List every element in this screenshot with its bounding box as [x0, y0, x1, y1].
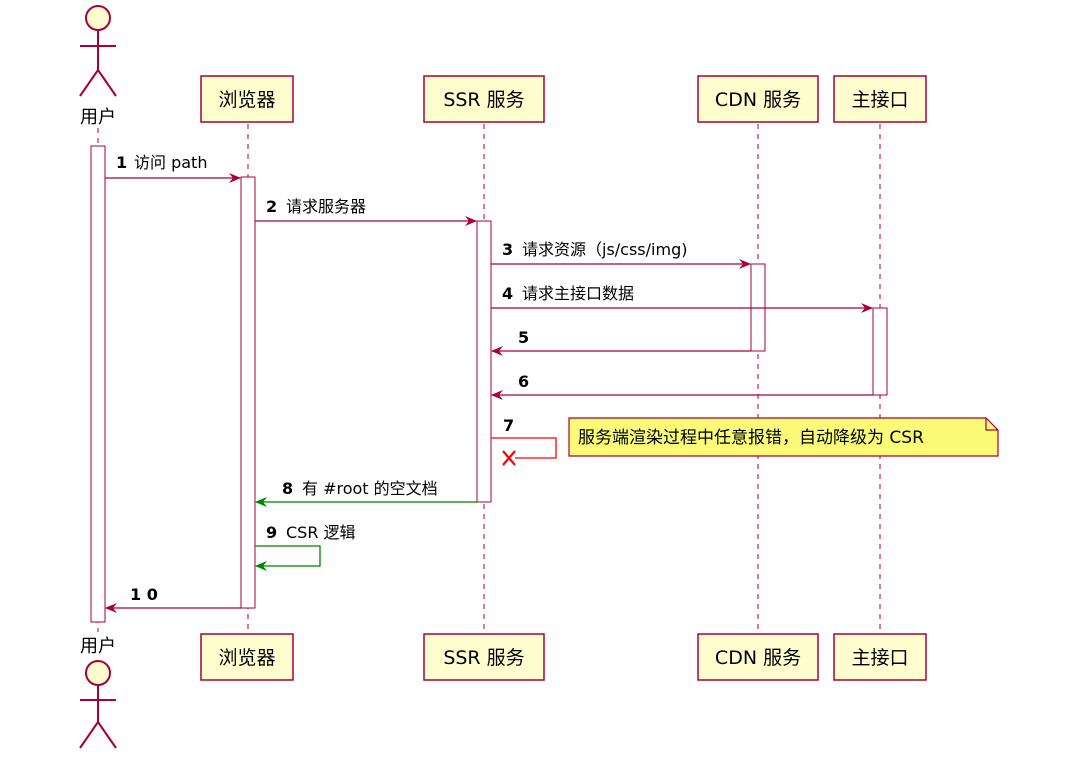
- message-number-8: 8: [282, 479, 293, 498]
- error-cross-icon: [502, 450, 516, 466]
- participants-top: 用户 浏览器 SSR 服务 CDN 服务 主接口: [79, 5, 927, 128]
- actor-label-user-top: 用户: [80, 107, 116, 128]
- message-1: 1 访问 path: [105, 153, 241, 183]
- message-number-9: 9: [266, 523, 277, 542]
- message-10: 1 0: [105, 585, 241, 613]
- activations: [90, 145, 888, 623]
- participant-cdn-top: CDN 服务: [697, 75, 819, 123]
- participant-label-cdn-bottom: CDN 服务: [715, 647, 801, 669]
- message-label-1: 访问 path: [134, 153, 207, 172]
- message-9: 9 CSR 逻辑: [255, 523, 356, 571]
- actor-user-top: 用户: [79, 5, 117, 128]
- activation-user: [90, 145, 106, 623]
- message-arrow-9: [255, 545, 321, 571]
- actor-label-user-bottom: 用户: [80, 636, 116, 657]
- message-number-7: 7: [503, 416, 514, 435]
- message-number-1: 1: [116, 153, 127, 172]
- message-number-10: 1 0: [130, 585, 158, 604]
- message-number-2: 2: [266, 197, 277, 216]
- participant-ssr-top: SSR 服务: [423, 75, 545, 123]
- activation-browser: [240, 176, 256, 609]
- participant-label-ssr-top: SSR 服务: [443, 89, 524, 111]
- participant-label-browser-bottom: 浏览器: [218, 647, 275, 669]
- participant-api-top: 主接口: [833, 75, 927, 123]
- activation-api: [872, 307, 888, 396]
- participant-label-api-bottom: 主接口: [851, 647, 908, 669]
- message-label-4: 请求主接口数据: [522, 284, 634, 303]
- participant-label-ssr-bottom: SSR 服务: [443, 647, 524, 669]
- message-label-3: 请求资源（js/css/img): [522, 240, 687, 259]
- participant-browser-bottom: 浏览器: [200, 633, 294, 681]
- message-8: 8 有 #root 的空文档: [255, 479, 477, 507]
- participants-bottom: 用户 浏览器 SSR 服务 CDN 服务 主接口: [79, 633, 927, 749]
- note-text: 服务端渲染过程中任意报错，自动降级为 CSR: [578, 428, 924, 448]
- message-7: 7: [491, 416, 557, 466]
- message-label-8: 有 #root 的空文档: [302, 479, 438, 498]
- participant-label-api-top: 主接口: [851, 89, 908, 111]
- message-number-5: 5: [518, 328, 529, 347]
- note: 服务端渲染过程中任意报错，自动降级为 CSR: [568, 417, 999, 457]
- message-3: 3 请求资源（js/css/img): [491, 240, 751, 269]
- participant-api-bottom: 主接口: [833, 633, 927, 681]
- message-4: 4 请求主接口数据: [491, 284, 873, 313]
- participant-ssr-bottom: SSR 服务: [423, 633, 545, 681]
- actor-user-bottom: 用户: [79, 636, 117, 749]
- message-arrow-7: [491, 437, 557, 459]
- note-corner-fold: [985, 418, 998, 431]
- actor-head-icon: [85, 5, 111, 31]
- participant-label-cdn-top: CDN 服务: [715, 89, 801, 111]
- message-label-2: 请求服务器: [286, 197, 366, 216]
- messages: 1 访问 path 2 请求服务器 3 请求资源（js/css/img) 4 请…: [105, 153, 873, 613]
- message-label-9: CSR 逻辑: [286, 523, 356, 542]
- message-6: 6: [491, 372, 873, 400]
- participant-cdn-bottom: CDN 服务: [697, 633, 819, 681]
- note-box: [568, 417, 999, 457]
- message-5: 5: [491, 328, 751, 356]
- message-number-4: 4: [502, 284, 513, 303]
- message-number-3: 3: [502, 240, 513, 259]
- actor-head-icon: [85, 660, 111, 686]
- participant-browser-top: 浏览器: [200, 75, 294, 123]
- actor-body-icon: [79, 30, 117, 97]
- participant-label-browser-top: 浏览器: [218, 89, 275, 111]
- message-2: 2 请求服务器: [255, 197, 477, 226]
- actor-body-icon: [79, 685, 117, 749]
- message-number-6: 6: [518, 372, 529, 391]
- activation-ssr: [476, 220, 492, 503]
